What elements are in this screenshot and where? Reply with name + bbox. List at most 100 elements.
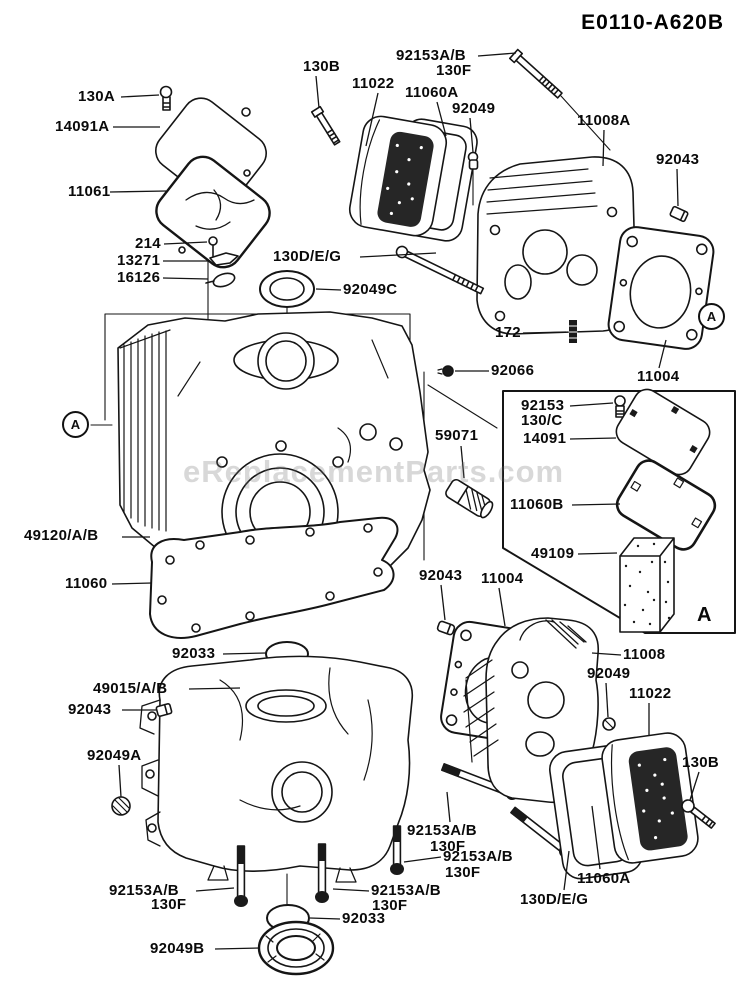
leader-lines xyxy=(109,52,700,950)
part-label-172: 172 xyxy=(495,324,521,341)
inset-section-letter: A xyxy=(697,604,712,626)
part-label-16126: 16126 xyxy=(117,269,161,286)
leader-line xyxy=(498,587,506,627)
part-label-130d-e-g: 130D/E/G xyxy=(520,891,589,908)
part-label-92153a-b: 92153A/B xyxy=(407,822,477,839)
part-label-11060: 11060 xyxy=(65,575,108,592)
diagram-title: E0110-A620B xyxy=(581,11,724,34)
bolt-130b-bottom xyxy=(681,799,716,829)
leader-line xyxy=(403,856,442,863)
part-label-92033: 92033 xyxy=(172,645,216,662)
leader-line xyxy=(676,168,679,207)
leader-line xyxy=(440,584,446,621)
oil-seal-92049b xyxy=(257,920,335,976)
leader-line xyxy=(569,402,614,407)
part-label-92043: 92043 xyxy=(656,151,700,168)
part-label-11022: 11022 xyxy=(629,685,672,702)
part-label-92153a-b: 92153A/B xyxy=(443,848,513,865)
leader-line xyxy=(222,652,267,655)
part-label-130a: 130A xyxy=(78,88,116,105)
cover-bolt-130a xyxy=(159,85,173,111)
leader-line xyxy=(365,92,379,147)
crankcase-gasket-11060 xyxy=(149,516,399,639)
part-label-92049: 92049 xyxy=(587,665,631,682)
part-label-11060a: 11060A xyxy=(405,84,459,101)
breather-59071 xyxy=(445,478,494,519)
part-label-130d-e-g: 130D/E/G xyxy=(273,248,342,265)
part-label-92033: 92033 xyxy=(342,910,386,927)
bolt-92153-bottom-left xyxy=(234,845,248,907)
leader-line xyxy=(120,94,160,98)
leader-line xyxy=(118,764,122,798)
leader-line xyxy=(469,117,474,153)
part-label-49109: 49109 xyxy=(531,545,575,562)
part-label-130f: 130F xyxy=(151,896,187,913)
inset-cover-14091 xyxy=(615,388,711,476)
part-label-130b: 130B xyxy=(303,58,341,75)
part-label-92066: 92066 xyxy=(491,362,535,379)
breather-screw-214 xyxy=(208,236,218,257)
part-label-130f: 130F xyxy=(372,897,408,914)
part-label-92049c: 92049C xyxy=(343,281,398,298)
part-label-11022: 11022 xyxy=(352,75,395,92)
part-label-14091a: 14091A xyxy=(55,118,110,135)
part-label-59071: 59071 xyxy=(435,427,479,444)
part-label-49015-a-b: 49015/A/B xyxy=(93,680,168,697)
leader-line xyxy=(315,288,342,291)
part-label-130f: 130F xyxy=(445,864,481,881)
leader-line xyxy=(332,888,370,892)
leader-line xyxy=(658,339,667,369)
part-label-92153a-b: 92153A/B xyxy=(109,882,179,899)
breather-valve-16126 xyxy=(205,272,236,288)
dowel-92043-right xyxy=(436,620,456,636)
leader-line xyxy=(111,582,153,585)
bolt-92153-vertical xyxy=(390,825,404,875)
part-label-11060b: 11060B xyxy=(510,496,564,513)
plug-92066 xyxy=(437,365,454,377)
part-label-130-c: 130/C xyxy=(521,412,563,429)
head-bolt-92153-top xyxy=(508,48,563,99)
part-label-11060a: 11060A xyxy=(577,870,631,887)
dowel-92049-bottom xyxy=(602,717,616,731)
part-label-92043: 92043 xyxy=(68,701,112,718)
leader-line xyxy=(162,277,209,280)
part-label-130b: 130B xyxy=(682,754,720,771)
leader-line xyxy=(163,241,208,245)
part-label-92043: 92043 xyxy=(419,567,463,584)
inset-bolt-92153 xyxy=(614,395,626,418)
part-label-92049a: 92049A xyxy=(87,747,142,764)
leader-line xyxy=(214,947,261,950)
part-label-214: 214 xyxy=(135,235,161,252)
leader-line xyxy=(591,805,601,870)
bolt-92153-bottom-mid xyxy=(315,843,329,903)
leader-line xyxy=(689,771,700,801)
leader-line xyxy=(571,503,621,506)
part-label-11061: 11061 xyxy=(68,183,111,200)
part-label-49120-a-b: 49120/A/B xyxy=(24,527,99,544)
leader-line xyxy=(591,652,622,656)
part-label-11008a: 11008A xyxy=(577,112,631,129)
leader-line xyxy=(577,552,618,555)
part-label-130f: 130F xyxy=(430,838,466,855)
part-label-13271: 13271 xyxy=(117,252,161,269)
part-label-11004: 11004 xyxy=(481,570,524,587)
part-label-92153: 92153 xyxy=(521,397,565,414)
rocker-gasket-11061 xyxy=(155,155,271,269)
leader-line xyxy=(446,791,451,823)
oring-92049c xyxy=(259,270,315,308)
leader-line xyxy=(309,917,341,920)
leader-line xyxy=(195,887,235,892)
dowel-92043-top xyxy=(669,205,689,223)
bolt-130b xyxy=(310,105,341,146)
muffler-body-11022-bottom xyxy=(601,732,699,864)
part-label-92153a-b: 92153A/B xyxy=(396,47,466,64)
part-label-14091: 14091 xyxy=(523,430,567,447)
dowel-92043-left xyxy=(155,703,173,717)
part-label-92049b: 92049B xyxy=(150,940,205,957)
leader-line xyxy=(602,129,605,167)
leader-line xyxy=(563,850,570,891)
leader-line xyxy=(188,687,241,690)
